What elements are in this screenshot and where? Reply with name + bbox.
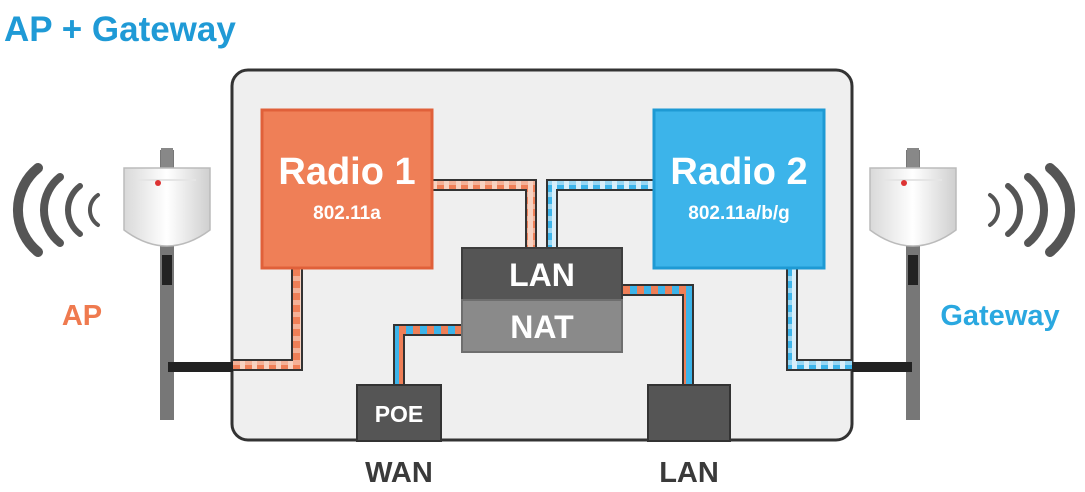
wifi-waves-right-icon	[988, 163, 1076, 257]
lan-block-label: LAN	[509, 257, 575, 293]
lan-block	[461, 247, 623, 301]
outdoor-antenna-icon	[869, 148, 957, 247]
lan-nat-stack: LAN NAT	[461, 247, 623, 353]
poe-port-label: POE	[375, 401, 424, 427]
internal-cables	[233, 179, 852, 387]
radio-1-standard: 802.11a	[313, 203, 381, 224]
radio-1-name: Radio 1	[278, 151, 415, 193]
radio-2-standard: 802.11a/b/g	[688, 203, 789, 224]
lan-port-label: LAN	[659, 457, 719, 489]
radio-2-name: Radio 2	[670, 151, 807, 193]
lan-port	[647, 384, 731, 442]
nat-block-label: NAT	[510, 309, 574, 345]
radio-2-module: Radio 2 802.11a/b/g	[652, 108, 826, 270]
diagram-title: AP + Gateway	[4, 10, 236, 49]
ap-label: AP	[62, 300, 102, 332]
nat-block	[461, 299, 623, 353]
wan-label: WAN	[365, 457, 433, 489]
radio-1-module: Radio 1 802.11a	[260, 108, 434, 270]
wifi-waves-left-icon	[12, 163, 100, 257]
outdoor-antenna-icon	[123, 148, 211, 247]
poe-port: POE	[356, 384, 442, 442]
gateway-label: Gateway	[940, 300, 1059, 332]
